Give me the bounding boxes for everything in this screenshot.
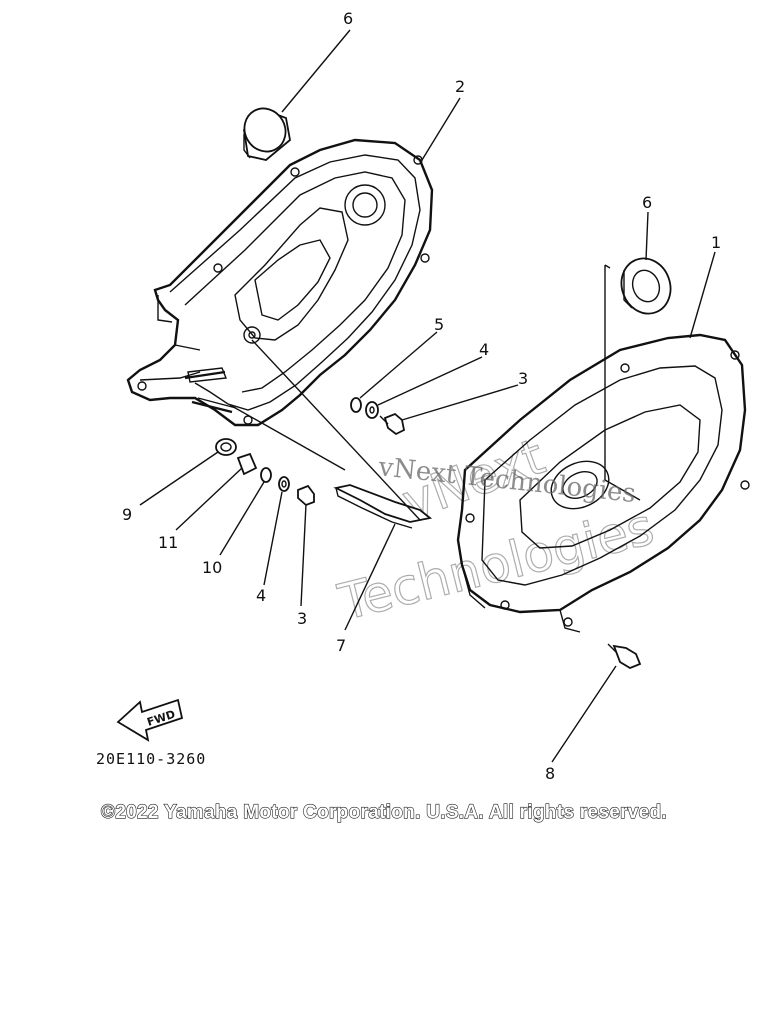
part-6-plug-top — [243, 107, 291, 161]
callouts: 6 2 6 1 5 4 3 9 11 10 4 3 7 8 — [122, 9, 721, 783]
callout-4-lower: 4 — [256, 586, 266, 605]
part-9-bushing — [215, 438, 237, 456]
callout-6-right: 6 — [642, 193, 652, 212]
part-10-washer — [260, 467, 272, 483]
part-2-crankcase-cover — [126, 138, 434, 427]
callout-3-upper: 3 — [518, 369, 528, 388]
part-4-washer-upper — [365, 401, 379, 419]
callout-7: 7 — [336, 636, 346, 655]
callout-10: 10 — [202, 558, 222, 577]
part-3-screw-lower — [297, 484, 315, 507]
part-8-bolt — [607, 643, 642, 670]
diagram-part-number: 20E110-3260 — [96, 750, 206, 768]
callout-8: 8 — [545, 764, 555, 783]
part-11-collar — [236, 452, 258, 476]
part-3-screw-upper — [379, 412, 406, 436]
callout-9: 9 — [122, 505, 132, 524]
copyright-notice: ©2022 Yamaha Motor Corporation. U.S.A. A… — [100, 801, 667, 823]
callout-3-lower: 3 — [297, 609, 307, 628]
leader-lines — [139, 29, 716, 763]
part-1-front-cover — [456, 264, 750, 633]
callout-11: 11 — [158, 533, 178, 552]
part-5-washer — [350, 397, 362, 413]
part-7-plate — [333, 484, 433, 529]
part-6-seal-right — [620, 257, 672, 315]
callout-2: 2 — [455, 77, 465, 96]
part-4-washer-lower — [278, 476, 290, 492]
fwd-arrow-icon: FWD — [116, 698, 184, 742]
callout-1: 1 — [711, 233, 721, 252]
callout-4-upper: 4 — [479, 340, 489, 359]
callout-6-top: 6 — [343, 9, 353, 28]
callout-5: 5 — [434, 315, 444, 334]
